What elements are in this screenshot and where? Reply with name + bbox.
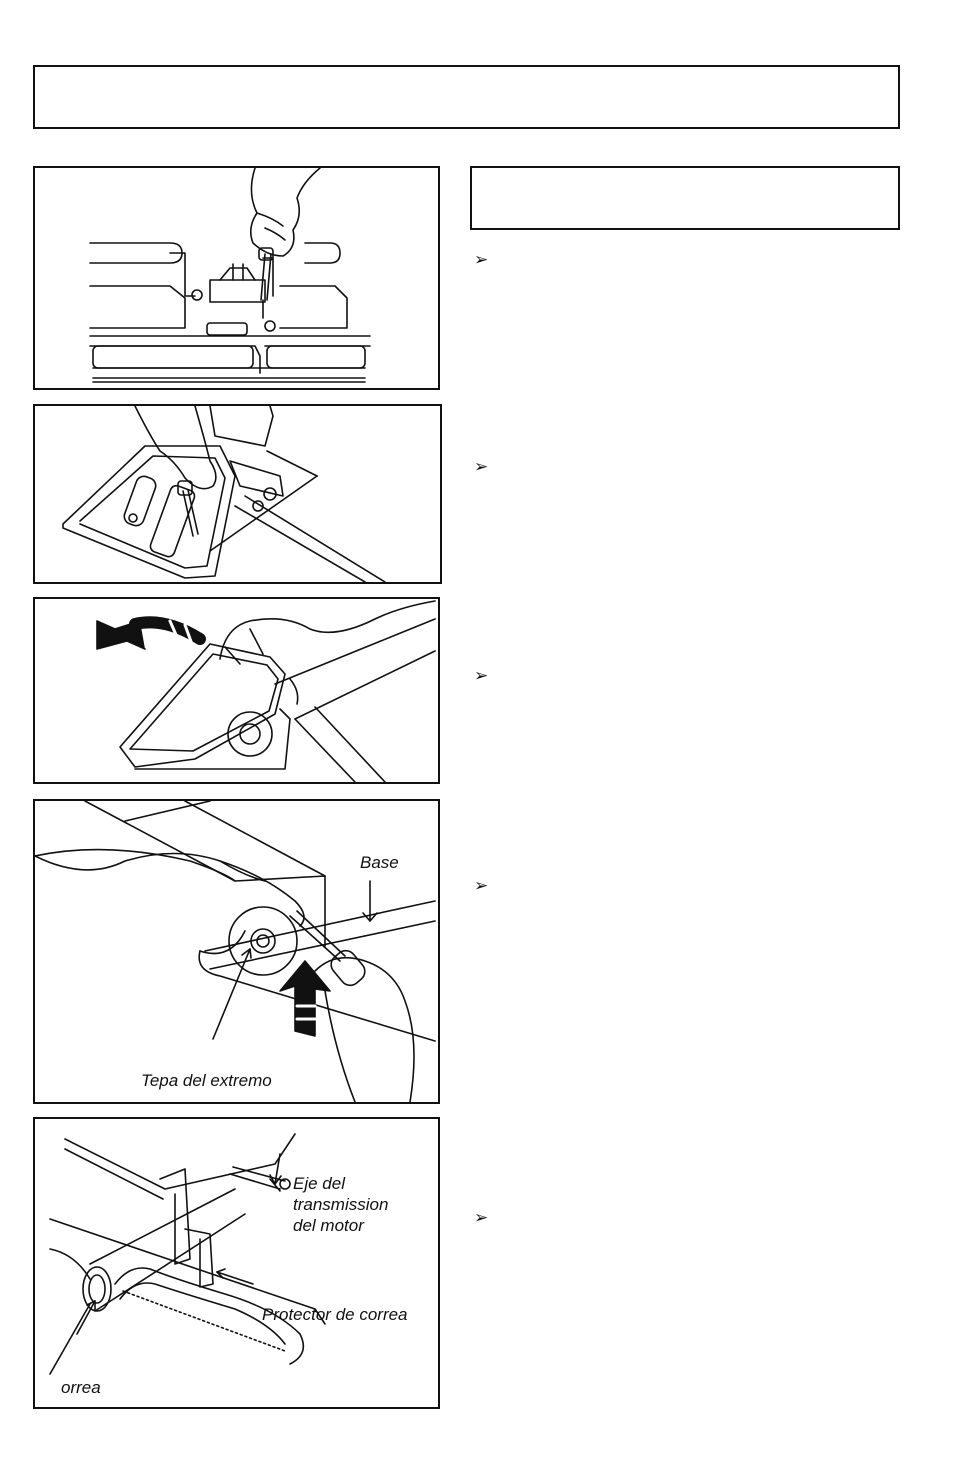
figure-3-lift-hood xyxy=(33,597,440,784)
figure-4-illustration xyxy=(35,801,436,1102)
figure-1-remove-screws xyxy=(33,166,440,390)
motor-shaft-label-line-3: del motor xyxy=(293,1216,364,1235)
motor-shaft-label-line-1: Eje del xyxy=(293,1174,345,1193)
step-bullet-arrow-4: ➢ xyxy=(474,876,489,896)
section-header-box xyxy=(470,166,900,230)
step-bullet-arrow-3: ➢ xyxy=(474,666,489,686)
figure-5-belt-and-shaft: Eje del transmission del motor Protector… xyxy=(33,1117,440,1409)
figure-2-illustration xyxy=(62,406,386,582)
belt-label: orrea xyxy=(61,1378,101,1397)
figure-3-illustration xyxy=(96,600,436,782)
step-bullet-arrow-2: ➢ xyxy=(474,457,489,477)
figure-4-remove-end-cap: Base Tepa del extremo xyxy=(33,799,440,1104)
page-header-box xyxy=(33,65,900,129)
motor-shaft-label-line-2: transmission xyxy=(293,1195,389,1214)
step-bullet-arrow-5: ➢ xyxy=(474,1208,489,1228)
base-label: Base xyxy=(360,853,399,872)
figure-1-illustration xyxy=(89,168,371,383)
step-bullet-arrow-1: ➢ xyxy=(474,250,489,270)
belt-guard-label: Protector de correa xyxy=(262,1305,408,1324)
end-cap-label: Tepa del extremo xyxy=(141,1071,272,1090)
figure-5-illustration xyxy=(49,1133,326,1375)
figure-2-bottom-plate-screws xyxy=(33,404,442,584)
